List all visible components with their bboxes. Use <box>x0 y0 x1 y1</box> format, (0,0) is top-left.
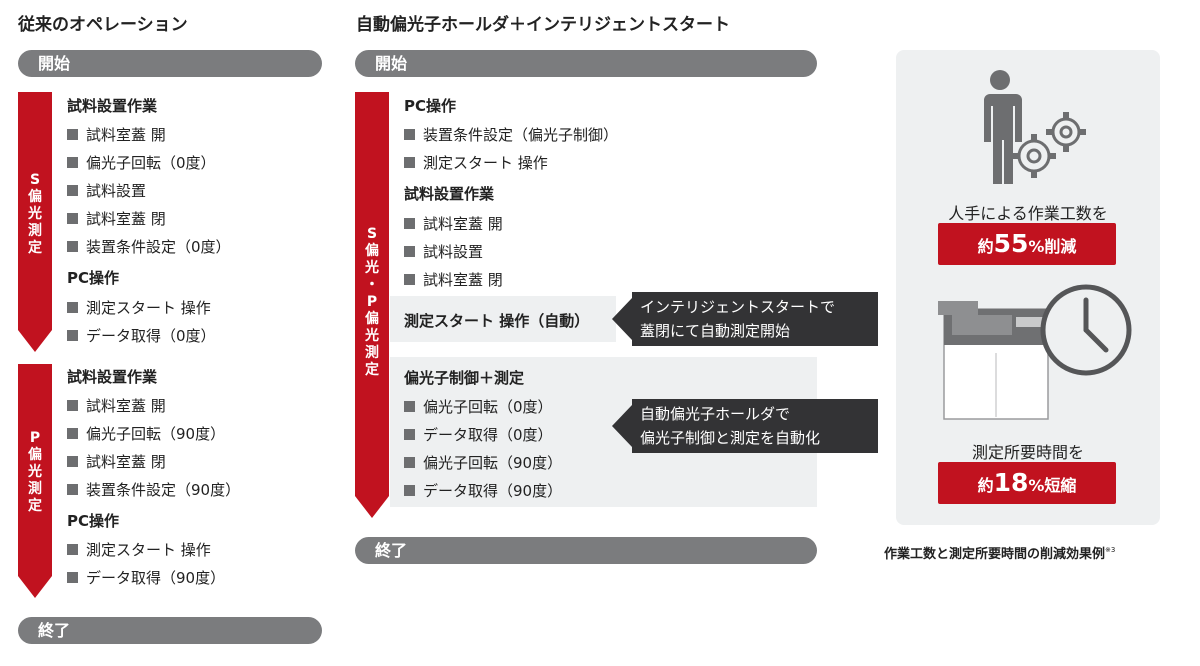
callout-auto-polarizer <box>612 399 878 453</box>
left-title: 従来のオペレーション <box>18 15 188 35</box>
p-polarization-arrow <box>18 364 52 598</box>
person-icon <box>984 70 1022 184</box>
list-item: データ取得（90度） <box>67 567 225 588</box>
list-item: 偏光子回転（90度） <box>67 423 225 444</box>
list-item: 試料室蓋 閉 <box>67 208 166 229</box>
list-item: 測定スタート 操作 <box>67 297 211 318</box>
list-item: 試料室蓋 閉 <box>67 451 166 472</box>
clock-icon <box>1040 284 1132 376</box>
list-item: 測定スタート 操作 <box>404 152 548 173</box>
list-item: 装置条件設定（90度） <box>67 479 240 500</box>
list-item: データ取得（90度） <box>404 480 562 501</box>
list-item: 試料室蓋 開 <box>67 395 166 416</box>
middle-start-pill: 開始 <box>355 50 817 77</box>
mid-pc-heading: PC操作 <box>404 97 457 115</box>
s-polarization-arrow <box>18 92 52 352</box>
effect-caption: 作業工数と測定所要時間の削減効果例※3 <box>884 546 1116 562</box>
left-start-pill: 開始 <box>18 50 322 77</box>
list-item: 装置条件設定（0度） <box>67 236 231 257</box>
auto-start-heading: 測定スタート 操作（自動） <box>404 312 590 330</box>
middle-end-pill: 終了 <box>355 537 817 564</box>
callout-intelligent-start <box>612 292 878 346</box>
list-item: データ取得（0度） <box>67 325 216 346</box>
mid-sample-setup-heading: 試料設置作業 <box>404 185 495 203</box>
workload-text: 人手による作業工数を <box>948 204 1108 223</box>
left-end-pill: 終了 <box>18 617 322 644</box>
list-item: 試料室蓋 閉 <box>404 269 503 290</box>
list-item: 試料設置 <box>404 241 483 262</box>
list-item: 装置条件設定（偏光子制御） <box>404 124 618 145</box>
sp-polarization-arrow <box>355 92 389 518</box>
polarizer-control-heading: 偏光子制御＋測定 <box>404 369 525 387</box>
list-item: 試料設置 <box>67 180 146 201</box>
effect-panel <box>896 50 1160 525</box>
time-reduction-badge: 約18%短縮 <box>938 462 1116 504</box>
list-item: 試料室蓋 開 <box>67 124 166 145</box>
callout-auto-polarizer-text: 自動偏光子ホールダで偏光子制御と測定を自動化 <box>640 405 821 447</box>
s-pc-heading: PC操作 <box>67 269 120 287</box>
list-item: データ取得（0度） <box>404 424 553 445</box>
list-item: 偏光子回転（90度） <box>404 452 562 473</box>
gears-icon <box>1012 112 1086 178</box>
list-item: 偏光子回転（0度） <box>67 152 216 173</box>
list-item: 測定スタート 操作 <box>67 539 211 560</box>
s-sample-setup-heading: 試料設置作業 <box>67 97 158 115</box>
list-item: 偏光子回転（0度） <box>404 396 553 417</box>
callout-intelligent-start-text: インテリジェントスタートで蓋閉にて自動測定開始 <box>640 298 836 340</box>
p-pc-heading: PC操作 <box>67 512 120 530</box>
list-item: 試料室蓋 開 <box>404 213 503 234</box>
instrument-icon <box>938 301 1049 420</box>
p-sample-setup-heading: 試料設置作業 <box>67 368 158 386</box>
workload-reduction-badge: 約55%削減 <box>938 223 1116 265</box>
middle-title: 自動偏光子ホールダ＋インテリジェントスタート <box>356 15 730 35</box>
auto-start-band <box>390 296 616 342</box>
measurement-time-text: 測定所要時間を <box>971 443 1084 462</box>
